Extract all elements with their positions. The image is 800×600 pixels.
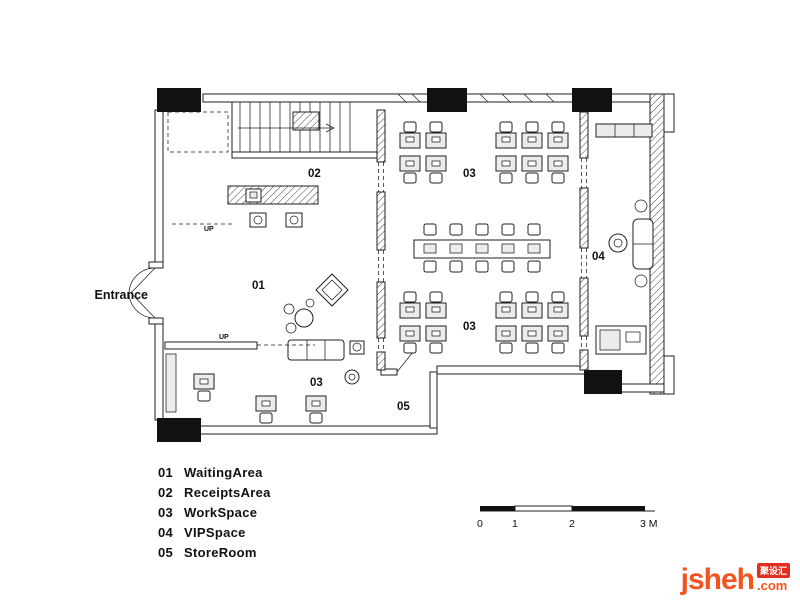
workspace-desks <box>399 121 569 354</box>
lower-left-area <box>164 341 360 424</box>
stairs <box>167 102 351 153</box>
legend-item-name: WaitingArea <box>184 464 263 480</box>
entrance-door <box>128 267 156 319</box>
scale-bar: 0 1 2 3 M <box>477 505 658 530</box>
logo-badge: 聚设汇 <box>756 563 790 578</box>
room-label-05: 05 <box>397 401 410 413</box>
room-label-03-bottom: 03 <box>463 321 476 333</box>
columns <box>157 88 622 442</box>
legend-item-name: WorkSpace <box>184 504 258 520</box>
legend-item-name: ReceiptsArea <box>184 484 271 500</box>
logo: jsheh 聚设汇 .com <box>680 562 790 596</box>
scale-label-3: 3 M <box>640 518 658 530</box>
legend-item-receipts: 02 ReceiptsArea <box>158 482 271 502</box>
scale-label-0: 0 <box>477 518 483 530</box>
legend-item-name: StoreRoom <box>184 544 257 560</box>
legend-item-id: 05 <box>158 544 174 560</box>
legend-item-id: 03 <box>158 504 174 520</box>
legend-item-vip: 04 VIPSpace <box>158 522 271 542</box>
room-label-04: 04 <box>592 251 605 263</box>
legend-item-id: 01 <box>158 464 174 480</box>
legend-item-workspace: 03 WorkSpace <box>158 502 271 522</box>
room-label-01: 01 <box>252 280 265 292</box>
logo-right-block: 聚设汇 .com <box>756 563 790 593</box>
legend-item-id: 04 <box>158 524 174 540</box>
up-label-2: UP <box>219 334 229 341</box>
legend-item-storeroom: 05 StoreRoom <box>158 542 271 562</box>
room-label-03-left: 03 <box>310 377 323 389</box>
waiting-furniture <box>283 273 365 361</box>
conference-table <box>413 223 551 273</box>
logo-name: jsheh <box>680 562 755 596</box>
up-label-1: UP <box>204 226 214 233</box>
plan-labels: Entrance 01 02 03 03 03 04 05 UP UP <box>95 168 606 413</box>
vip-furniture <box>595 123 654 355</box>
legend-item-waiting: 01 WaitingArea <box>158 462 271 482</box>
receipts-counter <box>172 185 319 228</box>
legend: 01 WaitingArea 02 ReceiptsArea 03 WorkSp… <box>158 462 271 562</box>
legend-item-id: 02 <box>158 484 174 500</box>
logo-suffix: .com <box>756 578 788 593</box>
scale-label-1: 1 <box>512 518 518 530</box>
entrance-label: Entrance <box>95 288 149 302</box>
partition-right <box>579 111 589 371</box>
scale-label-2: 2 <box>569 518 575 530</box>
legend-item-name: VIPSpace <box>184 524 246 540</box>
room-label-02: 02 <box>308 168 321 180</box>
partition-left <box>376 109 386 371</box>
room-label-03-top: 03 <box>463 168 476 180</box>
